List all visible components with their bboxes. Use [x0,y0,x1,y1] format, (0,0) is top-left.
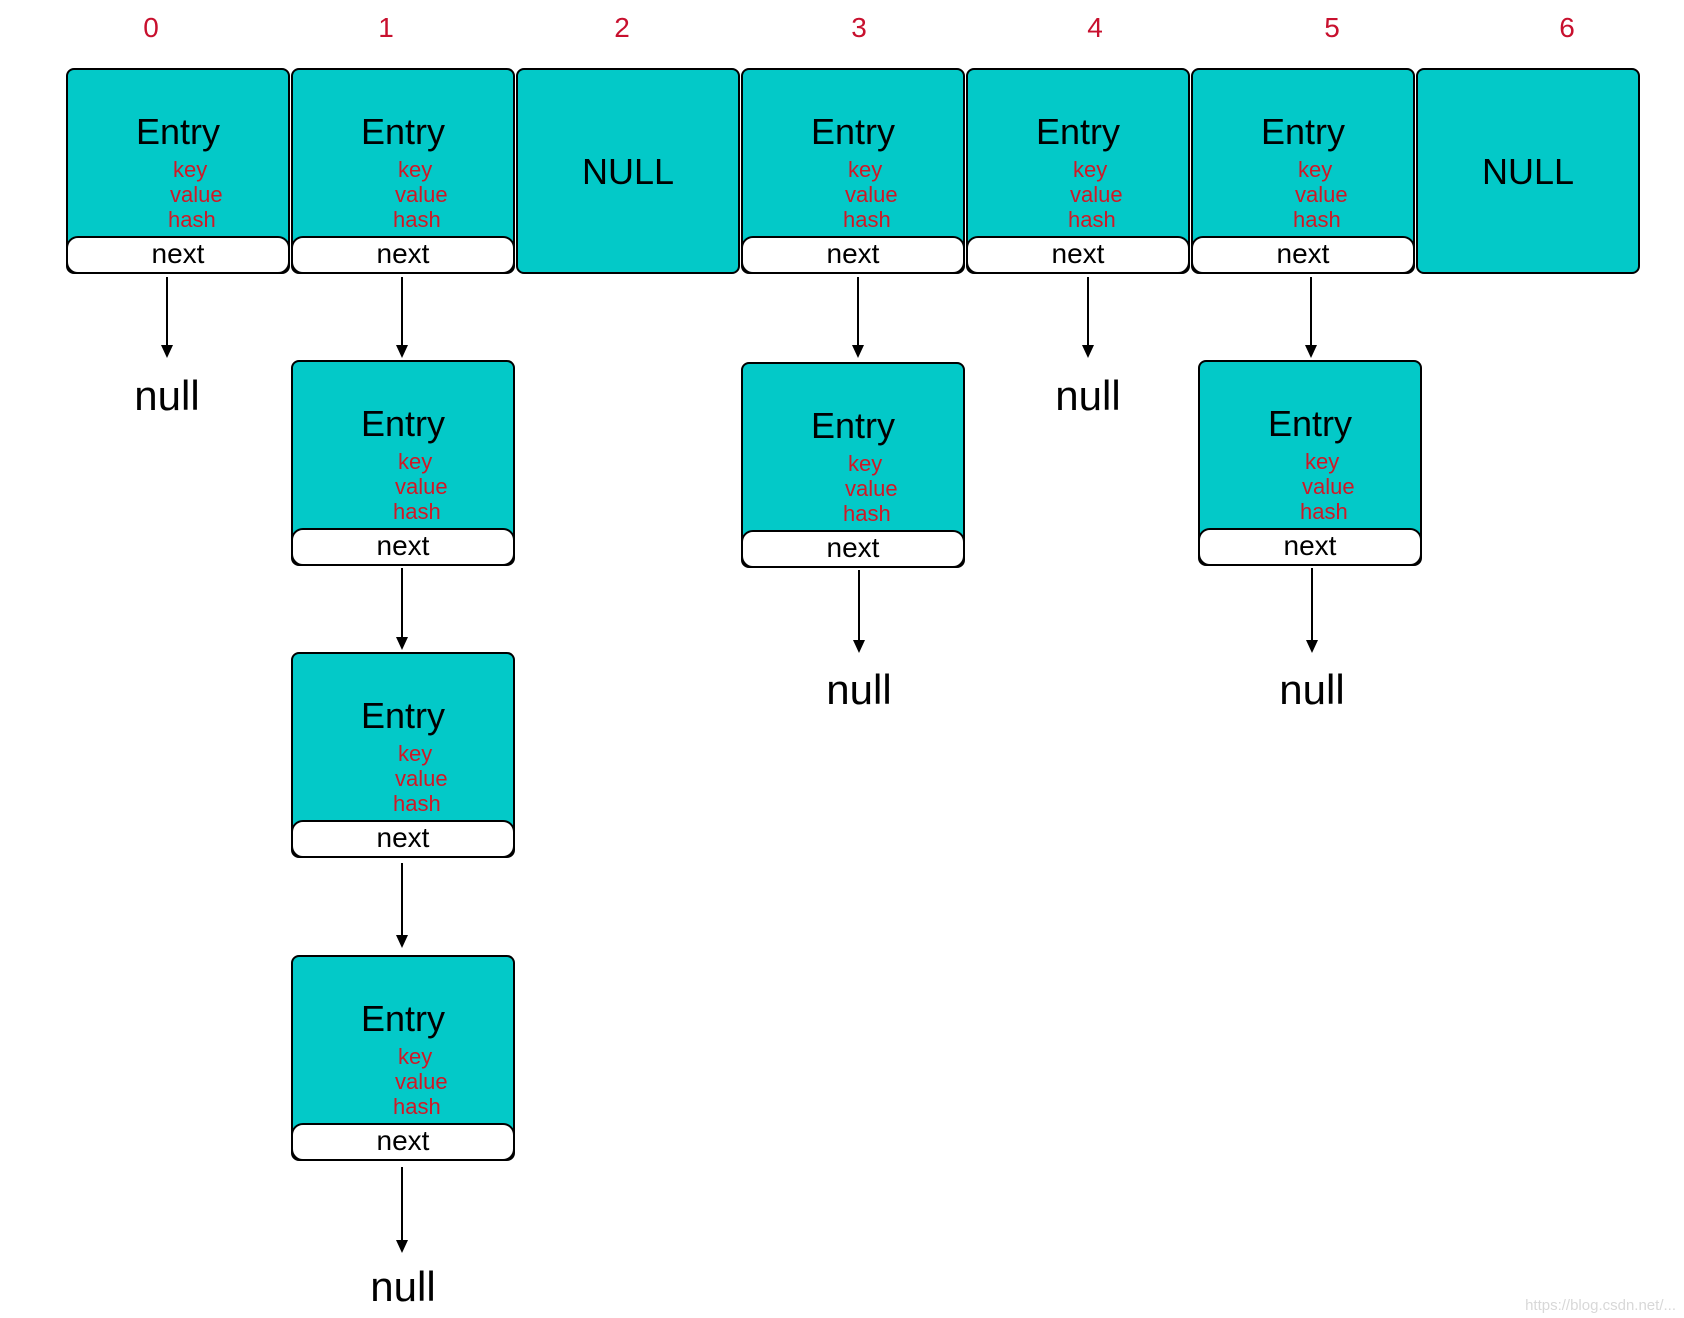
entry-value: value [1070,182,1123,207]
entry-value: value [845,182,898,207]
entry-key: key [398,1044,433,1069]
entry-next: next [291,528,515,566]
entry-title: Entry [810,111,896,152]
entry-title: Entry [360,111,446,152]
entry-value: value [1302,474,1355,499]
entry-next: next [291,820,515,858]
entry-value: value [1295,182,1348,207]
entry-value: value [395,1069,448,1094]
entry-key: key [1073,157,1108,182]
null-terminal-bucket-4: null [1055,372,1121,419]
entry-hash: hash [168,207,216,232]
entry-next: next [1191,236,1415,274]
entry-key: key [848,451,883,476]
entry-node-bucket-3: Entry key value hash next [741,68,965,274]
null-slot-label: NULL [1481,151,1575,192]
entry-title: Entry [1260,111,1346,152]
entry-key: key [848,157,883,182]
entry-hash: hash [393,499,441,524]
entry-hash: hash [843,501,891,526]
entry-hash: hash [1293,207,1341,232]
entry-key: key [398,741,433,766]
entry-hash: hash [1300,499,1348,524]
entry-node-bucket-1: Entry key value hash next [291,68,515,274]
entry-title: Entry [360,403,446,444]
index-label-2: 2 [614,12,630,43]
null-terminal-bucket-3: null [826,666,892,713]
entry-next: next [741,530,965,568]
index-label-0: 0 [143,12,159,43]
entry-next: next [966,236,1190,274]
null-terminal-bucket-1: null [370,1263,436,1310]
null-slot-label: NULL [581,151,675,192]
entry-next: next [1198,528,1422,566]
index-label-4: 4 [1087,12,1103,43]
entry-node-bucket-4: Entry key value hash next [966,68,1190,274]
entry-hash: hash [393,791,441,816]
index-label-1: 1 [378,12,394,43]
null-terminal-bucket-5: null [1279,666,1345,713]
entry-hash: hash [393,1094,441,1119]
entry-title: Entry [360,695,446,736]
entry-key: key [1305,449,1340,474]
entry-node-chain-3-2: Entry key value hash next [741,362,965,568]
index-label-3: 3 [851,12,867,43]
index-label-6: 6 [1559,12,1575,43]
index-label-5: 5 [1324,12,1340,43]
entry-next: next [291,236,515,274]
entry-node-chain-1-2: Entry key value hash next [291,360,515,566]
entry-title: Entry [1035,111,1121,152]
entry-value: value [395,474,448,499]
watermark: https://blog.csdn.net/... [1525,1297,1676,1314]
entry-node-chain-1-4: Entry key value hash next [291,955,515,1161]
entry-title: Entry [810,405,896,446]
entry-node-chain-5-2: Entry key value hash next [1198,360,1422,566]
entry-value: value [395,182,448,207]
entry-key: key [398,449,433,474]
entry-title: Entry [1267,403,1353,444]
entry-hash: hash [1068,207,1116,232]
entry-node-bucket-5: Entry key value hash next [1191,68,1415,274]
entry-value: value [170,182,223,207]
null-terminal-bucket-0: null [134,372,200,419]
entry-next: next [291,1123,515,1161]
entry-hash: hash [393,207,441,232]
entry-hash: hash [843,207,891,232]
null-slot-bucket-2: NULL [516,68,740,274]
entry-key: key [1298,157,1333,182]
entry-title: Entry [360,998,446,1039]
entry-value: value [845,476,898,501]
entry-next: next [66,236,290,274]
entry-value: value [395,766,448,791]
entry-node-bucket-0: Entry key value hash next [66,68,290,274]
entry-next: next [741,236,965,274]
entry-title: Entry [135,111,221,152]
entry-key: key [398,157,433,182]
entry-node-chain-1-3: Entry key value hash next [291,652,515,858]
null-slot-bucket-6: NULL [1416,68,1640,274]
entry-key: key [173,157,208,182]
